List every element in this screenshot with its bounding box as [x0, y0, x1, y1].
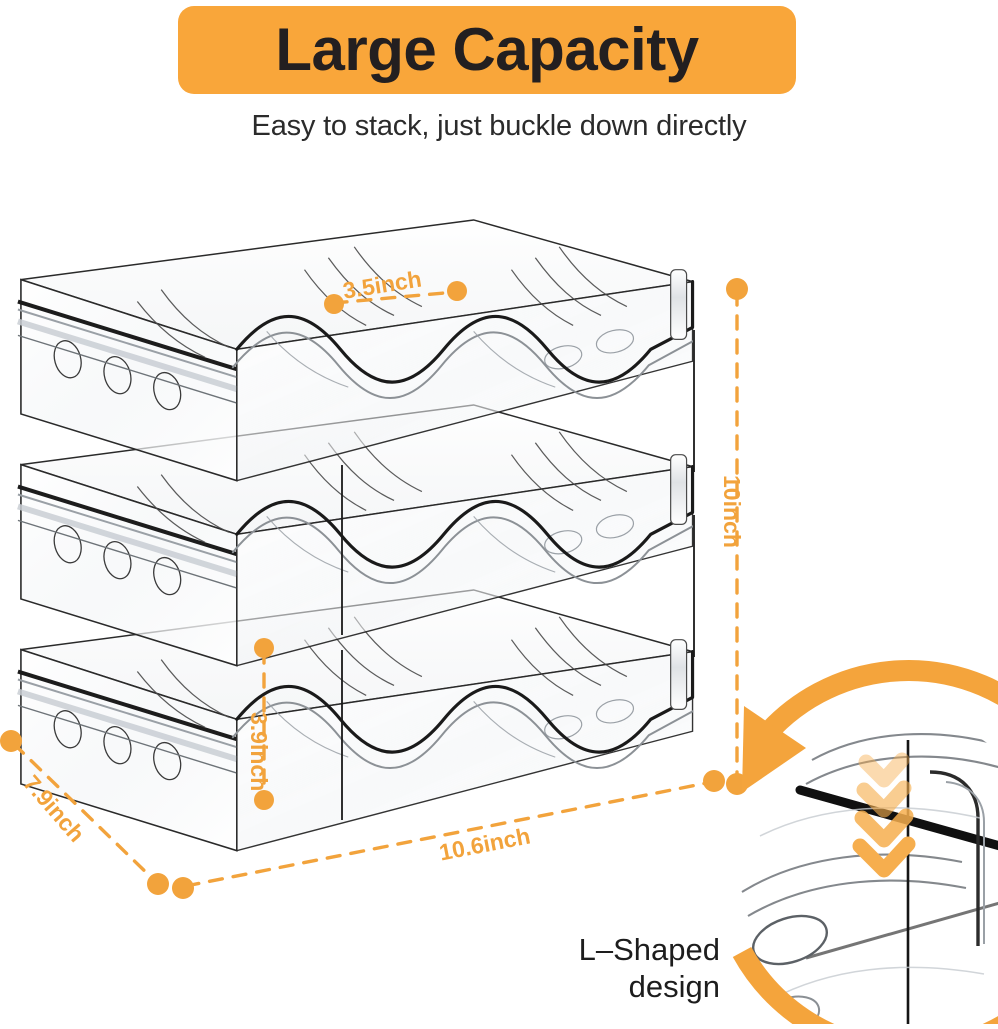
product-line-drawing [0, 180, 760, 900]
chevron-down-icon-3 [854, 808, 914, 848]
curved-arrow-icon [732, 660, 998, 1029]
callout-caption: L–Shaped design [470, 932, 720, 1005]
header-block: Large Capacity Easy to stack, just buckl… [0, 0, 998, 170]
chevron-down-stack [852, 752, 916, 878]
chevron-down-icon-2 [856, 780, 912, 818]
zoom-circle-content [722, 712, 998, 1029]
callout-caption-line-1: L–Shaped [578, 932, 720, 967]
page-title: Large Capacity [275, 16, 699, 83]
vent-oval-closeup [752, 914, 828, 966]
subtitle: Easy to stack, just buckle down directly [251, 110, 747, 142]
product-illustration [0, 180, 760, 900]
callout-caption-line-2: design [628, 968, 720, 1004]
chevron-down-icon-4 [852, 836, 916, 878]
l-shaped-bracket [929, 770, 980, 946]
chevron-down-icon-1 [858, 752, 910, 788]
buckle-seam-line [795, 785, 998, 851]
title-banner: Large Capacity [178, 6, 796, 94]
